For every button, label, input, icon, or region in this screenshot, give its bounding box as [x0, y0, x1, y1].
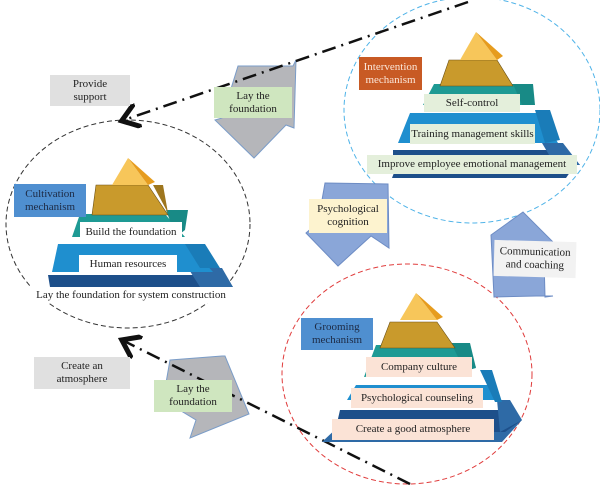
- grooming-circle: [281, 263, 533, 485]
- intervention-tier-3: Improve employee emotional management: [367, 155, 577, 174]
- grooming-tier-2: Psychological counseling: [351, 388, 483, 408]
- grooming-tier-3: Create a good atmosphere: [332, 419, 494, 440]
- psychological-cognition-label: Psychological cognition: [309, 199, 387, 233]
- cultivation-tier-3: Lay the foundation for system constructi…: [28, 287, 234, 303]
- intervention-circle: [343, 0, 600, 224]
- communication-coaching-label: Communication and coaching: [493, 239, 577, 279]
- provide-support-label: Provide support: [50, 75, 130, 106]
- intervention-tier-2: Training management skills: [410, 124, 535, 144]
- grooming-tier-1: Company culture: [366, 357, 472, 377]
- grooming-mechanism-label: Grooming mechanism: [301, 318, 373, 350]
- intervention-mechanism-label: Intervention mechanism: [359, 57, 422, 90]
- support-dashdot-line: [124, 0, 469, 120]
- lay-foundation-bottom-label: Lay the foundation: [154, 380, 232, 412]
- create-atmosphere-label: Create an atmosphere: [34, 357, 130, 389]
- cultivation-mechanism-label: Cultivation mechanism: [14, 184, 86, 217]
- intervention-tier-1: Self-control: [424, 94, 520, 112]
- cultivation-tier-1: Build the foundation: [80, 222, 182, 242]
- lay-foundation-top-label: Lay the foundation: [214, 87, 292, 118]
- cultivation-tier-2: Human resources: [79, 255, 177, 273]
